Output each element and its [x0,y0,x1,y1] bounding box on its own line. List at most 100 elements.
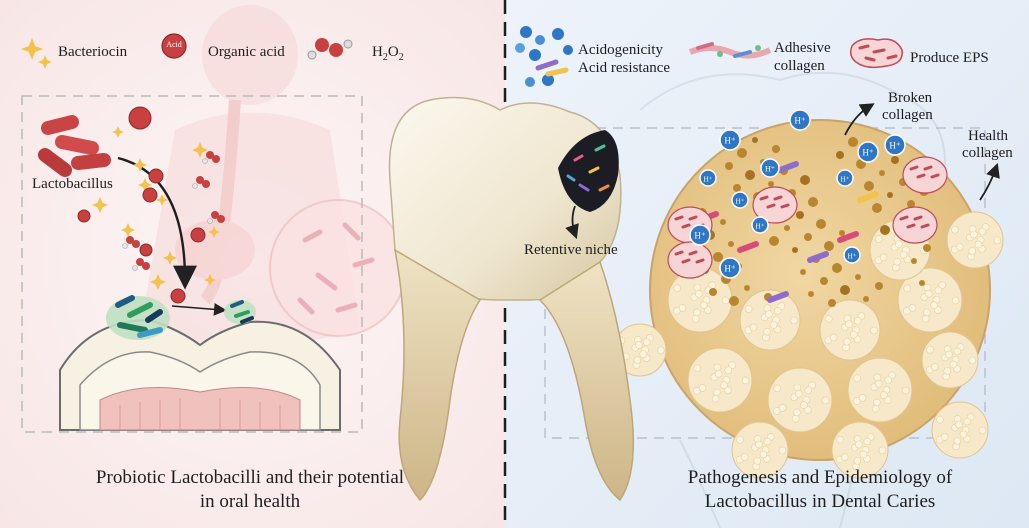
left-dashed-frame [21,95,363,433]
collagen-fibril [888,371,896,379]
dentin-particle [879,170,885,176]
adhesive-legend-icon [688,42,772,59]
eps-rod [759,195,769,201]
collagen-fibril [940,433,949,441]
collagen-fibril [853,317,862,325]
acid-ball [142,187,158,203]
collagen-fibril [656,346,665,355]
dentin-particle [816,219,826,229]
collagen-fibril [993,236,1002,245]
sparkle [133,158,147,172]
bacteriocin-sparkles [92,126,220,290]
collagen-fibril [974,240,983,249]
biofilm-clump-large [106,295,170,340]
h2o2-h [132,265,138,271]
sparkle [204,274,216,286]
dentin-particle [713,252,723,262]
broken-collagen-arrow [844,103,875,136]
collagen-fibril [635,341,643,349]
dentin-particle [891,156,899,164]
molar-cross-section [59,318,341,431]
collagen-fibril [778,404,787,412]
eps-rod [688,250,698,256]
dentin-particle [709,288,717,296]
dentin-particle [923,244,931,252]
curved-arrow [117,156,197,290]
collagen-fibril [763,327,771,336]
bacteriocin-legend-icon [21,38,52,69]
dentin-particle [720,219,726,225]
collagen-fibril [843,337,851,346]
collagen-fibril [778,446,787,455]
dentin-particle [800,269,806,275]
collagen-fibril [951,296,960,305]
dentin-particle [863,296,869,302]
collagen-fibril [808,381,816,389]
eps-rod [913,215,923,221]
eps-rod [909,165,919,171]
collagen-fibril [863,437,872,446]
collagen-fibril [893,257,901,266]
collagen-fibril [849,330,858,339]
collagen-fibril [724,386,732,394]
sparkle [208,226,220,238]
dentin-particle [836,151,844,159]
proton [857,141,879,163]
collagen-fibril [970,230,978,239]
dentin-particle [875,282,883,290]
proton [731,191,749,209]
dentin-particle [729,296,739,306]
collagen-fibril [943,367,952,375]
proton [836,169,854,187]
collagen-fibril [878,446,887,455]
dentin-particle [848,137,858,147]
collagen-fibril [720,381,728,389]
dentin-particle [907,200,915,208]
bacterium-rod [737,241,759,253]
collagen-fibril [930,363,939,371]
h2o2-label: H2O2 [372,44,404,63]
eps-rod [899,215,909,221]
dentin-particle [808,197,818,207]
collagen-fibril [794,389,803,398]
sparkle [156,194,168,206]
collagen-fibril [858,394,867,402]
caries-bacteria [667,137,948,307]
h2o2-o [217,215,225,223]
acidogenicity-label: Acidogenicity [578,42,663,58]
proton-label: H⁺ [694,231,705,241]
collagen-fibril [921,314,930,323]
collagen-fibril [694,289,703,298]
collagen-fibril [773,384,782,393]
collagen-fibril [938,281,946,289]
bacterium-rod [777,161,799,173]
sparkle [121,223,135,237]
collagen-fibril [763,437,772,446]
dentin-particle [769,236,779,246]
proton-label: H⁺ [736,198,745,206]
collagen-fibril [853,457,862,465]
dentin-particle [804,233,812,241]
proton [699,169,717,187]
collagen-fibril [873,398,881,407]
dentin-particle [733,184,741,192]
dentin-particle [744,285,750,291]
dentin-particle [752,137,758,143]
dentin-particle [768,181,774,187]
collagen-fibril [901,386,910,395]
collagen-fibril [829,333,838,342]
collagen-fibril [836,435,844,444]
bacterium-rod [837,231,859,243]
proton-label: H⁺ [724,136,735,146]
proton-label: H⁺ [841,176,850,184]
acid-legend-icon [515,26,573,87]
collagen-fibril [728,361,736,369]
proton-label: H⁺ [848,253,857,261]
dentin-particle [832,263,842,273]
lactobacillus-label: Lactobacillus [32,176,113,192]
eps-rod [920,223,930,229]
collagen-fibril [633,356,642,364]
collagen-fibril [698,384,707,392]
acid-legend-badge: Acid [166,40,182,49]
